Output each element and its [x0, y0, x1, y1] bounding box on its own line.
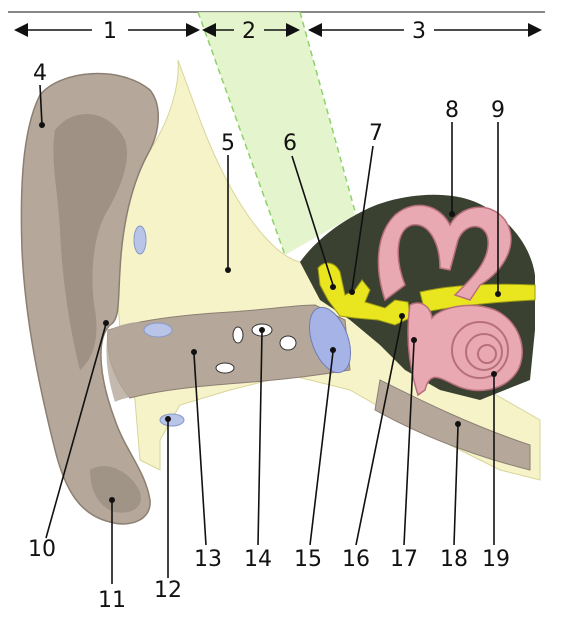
section-label-3: 3 — [412, 19, 426, 44]
callout-12: 12 — [154, 578, 182, 603]
callout-5: 5 — [221, 131, 235, 156]
callout-17: 17 — [390, 547, 418, 572]
callout-6: 6 — [283, 131, 297, 156]
callout-8: 8 — [445, 98, 459, 123]
air-cell-3 — [133, 225, 147, 255]
zone-edge-right — [299, 11, 357, 216]
callout-4: 4 — [33, 61, 47, 86]
cochlea-spiral-3 — [477, 344, 497, 364]
cochlea-spiral-1 — [451, 321, 509, 379]
callout-16: 16 — [342, 547, 370, 572]
ossicles — [317, 262, 411, 326]
eustachian-tube — [374, 379, 531, 471]
air-cell-1 — [143, 322, 173, 338]
pinna-inner-fold — [53, 113, 128, 371]
callout-9: 9 — [491, 98, 505, 123]
canal-skin — [106, 322, 140, 402]
pinna-lobe-shade — [90, 466, 141, 513]
callout-15: 15 — [294, 547, 322, 572]
callout-19: 19 — [482, 547, 510, 572]
section-arrow-1: 1 — [14, 19, 200, 44]
eardrum — [308, 306, 352, 374]
callout-14: 14 — [244, 547, 272, 572]
callout-13: 13 — [194, 547, 222, 572]
callout-11: 11 — [98, 588, 126, 613]
section-arrow-2: 2 — [202, 19, 300, 44]
callout-18: 18 — [440, 547, 468, 572]
semicircular-canals — [377, 204, 512, 302]
callout-10: 10 — [28, 537, 56, 562]
zone-edge-left — [197, 11, 286, 256]
canal-hole-4 — [232, 326, 244, 344]
callout-labels: 4 5 6 7 8 9 10 11 12 13 14 15 16 17 18 1… — [28, 61, 510, 613]
leader-lines — [39, 84, 501, 584]
section-label-1: 1 — [103, 19, 117, 44]
canal-hole-3 — [215, 362, 235, 374]
cochlea — [407, 302, 523, 397]
canal-hole-2 — [279, 335, 297, 351]
callout-7: 7 — [369, 121, 383, 146]
air-cell-2 — [159, 413, 185, 427]
section-label-2: 2 — [242, 19, 256, 44]
cochlea-spiral-2 — [465, 333, 503, 371]
section-arrow-3: 3 — [308, 19, 542, 44]
middle-ear-zone — [198, 12, 355, 255]
